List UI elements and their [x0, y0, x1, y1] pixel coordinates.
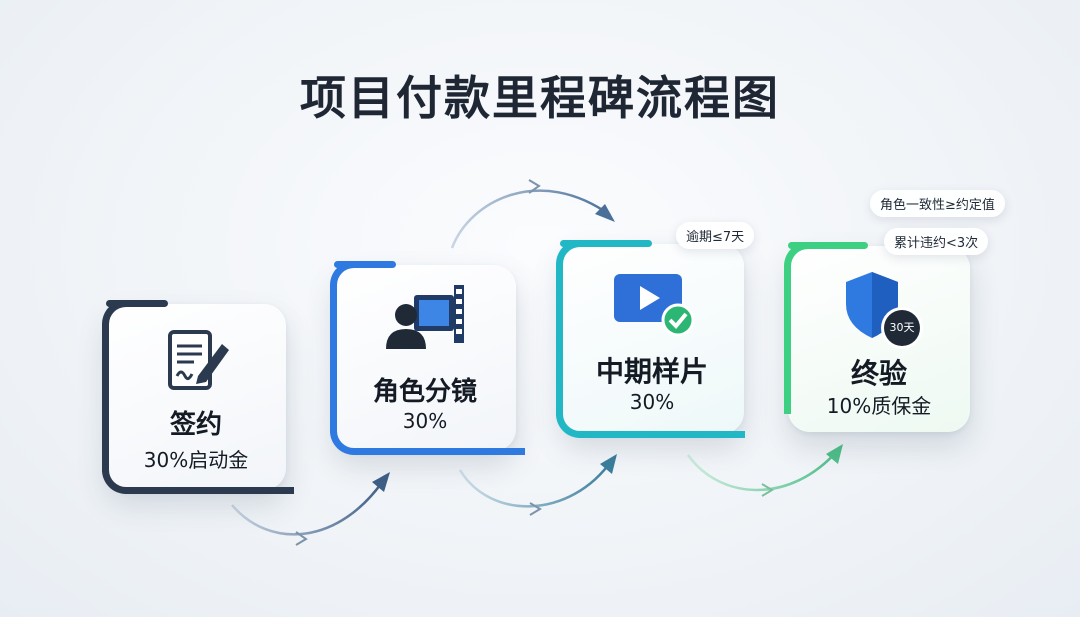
arrow-head: [595, 204, 615, 222]
storyboard-person-film-icon: [386, 285, 464, 349]
card-accent: [102, 463, 294, 494]
arrow-head: [529, 502, 542, 516]
step-name: 终验: [850, 357, 907, 390]
step-payment: 30%: [629, 390, 675, 414]
card-accent: [788, 242, 868, 249]
step-card-midterm-sample: 中期样片 30%: [556, 240, 745, 438]
arrow-head: [826, 444, 843, 464]
condition-tag-consistency: 角色一致性≥约定值: [870, 190, 1005, 217]
arrow-head: [372, 472, 390, 492]
contract-signing-icon: [168, 330, 229, 390]
arrow-head: [295, 531, 308, 546]
arrow-2-3: [450, 189, 611, 249]
step-card-signing: 签约 30%启动金: [102, 300, 294, 494]
page-title: 项目付款里程碑流程图: [300, 71, 780, 125]
step-payment: 30%启动金: [143, 448, 249, 472]
arrow-head: [761, 483, 774, 497]
arrow-head: [600, 454, 617, 474]
step-card-storyboard: 角色分镜 30%: [330, 261, 525, 455]
condition-tag-overdue: 逾期≤7天: [676, 222, 755, 249]
step-name: 角色分镜: [372, 377, 477, 407]
arrow-2-3-bottom: [458, 459, 614, 508]
arrow-1-2: [231, 477, 387, 536]
step-card-final-acceptance: 30天 终验 10%质保金: [784, 242, 970, 432]
step-name: 中期样片: [595, 355, 708, 388]
card-accent: [556, 407, 745, 438]
step-payment: 30%: [402, 409, 448, 433]
badge-30-days: 30天: [884, 310, 920, 346]
card-accent: [560, 240, 652, 247]
step-name: 签约: [169, 410, 222, 440]
card-accent: [330, 424, 525, 455]
condition-tag-violations: 累计违约<3次: [884, 228, 989, 255]
card-accent: [334, 261, 396, 268]
step-payment: 10%质保金: [826, 394, 932, 418]
video-play-check-icon: [614, 274, 695, 337]
card-accent: [106, 300, 168, 307]
arrow-head: [528, 179, 541, 194]
arrow-3-4: [686, 449, 839, 492]
